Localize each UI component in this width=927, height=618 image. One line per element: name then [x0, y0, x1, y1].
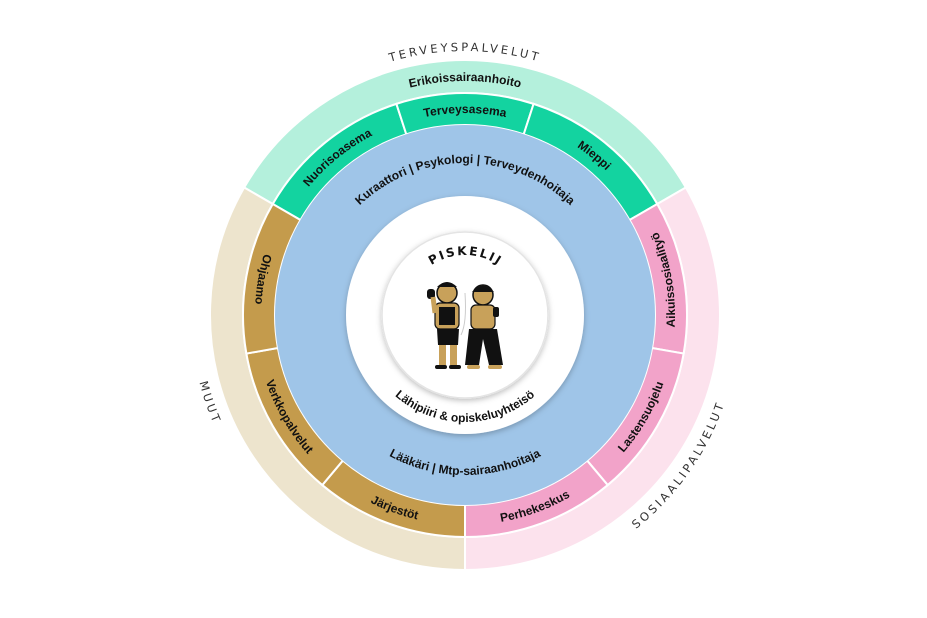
outer-service-label: Erikoissairaanhoito	[407, 70, 522, 91]
students-illustration	[427, 282, 503, 369]
service-label: Terveysasema	[422, 102, 508, 120]
